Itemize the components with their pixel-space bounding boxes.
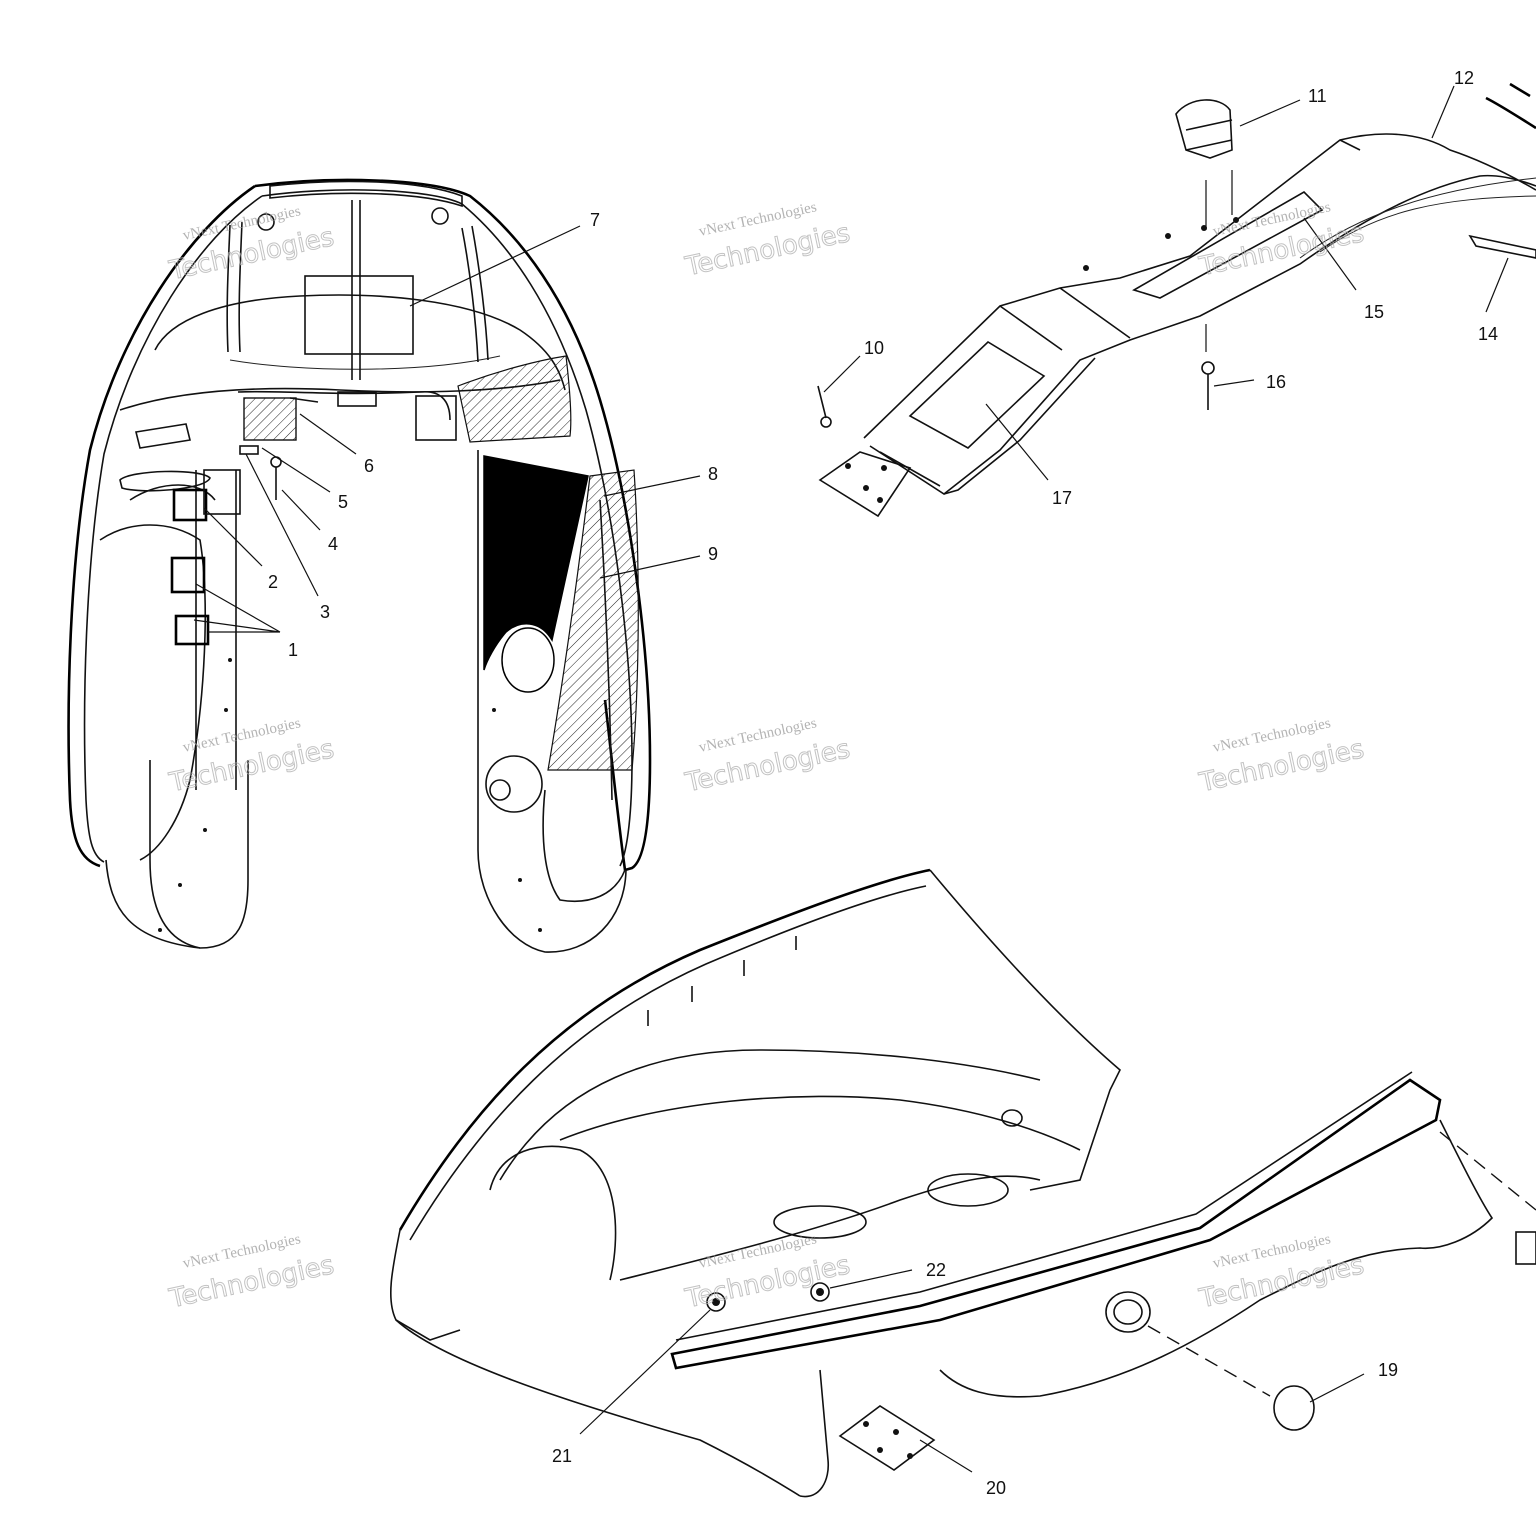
callout-11: 11 (1308, 86, 1327, 106)
watermarks: vNext Technologies Technologies vNext Te… (166, 199, 1368, 1315)
callout-4: 4 (328, 534, 338, 554)
callout-15: 15 (1364, 302, 1384, 322)
hood-underside (67, 178, 652, 953)
callout-labels: 1 2 3 4 5 6 7 8 9 10 11 12 14 15 16 17 1… (268, 68, 1498, 1498)
callout-6: 6 (364, 456, 374, 476)
callout-14: 14 (1478, 324, 1498, 344)
callout-12: 12 (1454, 68, 1474, 88)
trim-rail (817, 82, 1536, 518)
callout-21: 21 (552, 1446, 572, 1466)
hood-perspective (389, 868, 1536, 1498)
callout-20: 20 (986, 1478, 1006, 1498)
callout-8: 8 (708, 464, 718, 484)
callout-7: 7 (590, 210, 600, 230)
leader-lines (193, 85, 1509, 1473)
callout-1: 1 (288, 640, 298, 660)
callout-10: 10 (864, 338, 884, 358)
callout-2: 2 (268, 572, 278, 592)
callout-17: 17 (1052, 488, 1072, 508)
callout-16: 16 (1266, 372, 1286, 392)
callout-22: 22 (926, 1260, 946, 1280)
callout-9: 9 (708, 544, 718, 564)
callout-19: 19 (1378, 1360, 1398, 1380)
callout-5: 5 (338, 492, 348, 512)
callout-3: 3 (320, 602, 330, 622)
